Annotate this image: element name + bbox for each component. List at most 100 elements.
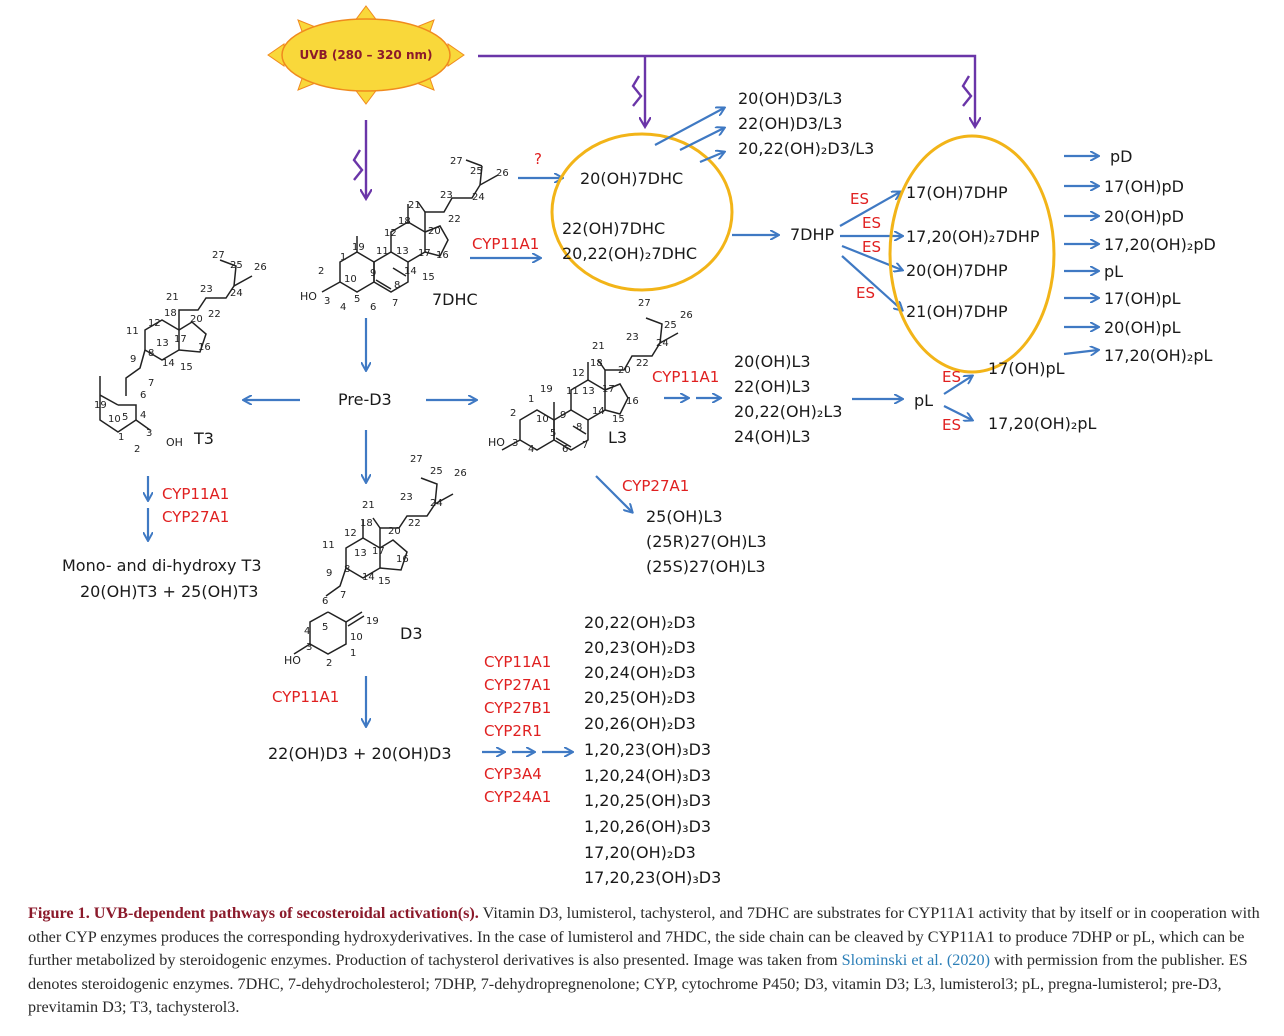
d3-enz-2: CYP27B1: [484, 699, 551, 717]
t3-num-1: 1: [118, 432, 124, 443]
d3-num-8: 8: [344, 564, 350, 575]
l3-prod-0: 20(OH)L3: [734, 352, 811, 371]
enzyme-d3-cyp11a1: CYP11A1: [272, 688, 339, 706]
molecule-t3: [99, 259, 253, 433]
t3-num-25: 25: [230, 260, 243, 271]
oh-label-t3: OH: [166, 436, 183, 449]
d3-enzyme-list: CYP11A1 CYP27A1 CYP27B1 CYP2R1 CYP3A4 CY…: [484, 653, 551, 806]
dhc-num-17: 17: [418, 248, 431, 259]
l3-num-5: 5: [550, 428, 556, 439]
caption-link[interactable]: Slominski et al. (2020): [841, 951, 990, 970]
l3-num-26: 26: [680, 310, 693, 321]
molecule-l3: [501, 317, 679, 451]
es-label-pl-1: ES: [942, 368, 961, 386]
d3-num-17: 17: [372, 546, 385, 557]
dhc-num-4: 4: [340, 302, 346, 313]
d3-num-3: 3: [306, 642, 312, 653]
c1-out-1: 22(OH)D3/L3: [738, 114, 842, 133]
pd-item-1: 17(OH)pD: [1104, 177, 1184, 196]
enzyme-cyp11a1-7dhc: CYP11A1: [472, 235, 539, 253]
t3-num-8: 8: [148, 348, 154, 359]
d3-oh-0: 20,22(OH)₂D3: [584, 613, 696, 632]
t3-num-13: 13: [156, 338, 169, 349]
c2-item-3: 21(OH)7DHP: [906, 302, 1008, 321]
l3-num-17: 17: [602, 384, 615, 395]
molecule-7dhc: [321, 159, 499, 293]
l3-num-15: 15: [612, 414, 625, 425]
d3-num-22: 22: [408, 518, 421, 529]
t3-num-20: 20: [190, 314, 203, 325]
t3-num-11: 11: [126, 326, 139, 337]
d3-num-20: 20: [388, 526, 401, 537]
t3-num-6: 6: [140, 390, 146, 401]
dhc-num-25: 25: [470, 166, 483, 177]
d3-num-16: 16: [396, 554, 409, 565]
l3-cyp27-2: (25S)27(OH)L3: [646, 557, 766, 576]
d3-num-23: 23: [400, 492, 413, 503]
pl-prod-1: 17,20(OH)₂pL: [988, 414, 1096, 433]
l3-num-1: 1: [528, 394, 534, 405]
dhc-num-18: 18: [398, 216, 411, 227]
label-7dhc: 7DHC: [432, 290, 478, 309]
dhc-num-11: 11: [376, 246, 389, 257]
l3-num-3: 3: [512, 438, 518, 449]
d3-enz-5: CYP24A1: [484, 788, 551, 806]
d3-oh-6: 1,20,24(OH)₃D3: [584, 766, 711, 785]
t3-num-4: 4: [140, 410, 146, 421]
dhc-num-13: 13: [396, 246, 409, 257]
d3-oh-2: 20,24(OH)₂D3: [584, 663, 696, 682]
figure-caption: Figure 1. UVB-dependent pathways of seco…: [28, 902, 1260, 1020]
c1-out-0: 20(OH)D3/L3: [738, 89, 842, 108]
t3-mono-di: Mono- and di-hydroxy T3: [62, 556, 262, 575]
d3-oh-1: 20,23(OH)₂D3: [584, 638, 696, 657]
t3-products: 20(OH)T3 + 25(OH)T3: [80, 582, 258, 601]
uvb-label: UVB (280 – 320 nm): [299, 48, 432, 62]
l3-num-16: 16: [626, 396, 639, 407]
d3-num-19: 19: [366, 616, 379, 627]
pd-arrows: [1063, 156, 1098, 354]
pd-item-6: 20(OH)pL: [1104, 318, 1181, 337]
ho-label-l3: HO: [488, 436, 505, 449]
pd-item-0: pD: [1110, 147, 1132, 166]
l3-num-9: 9: [560, 410, 566, 421]
l3-num-14: 14: [592, 406, 605, 417]
dhc-num-12: 12: [384, 228, 397, 239]
l3-num-12: 12: [572, 368, 585, 379]
pd-item-2: 20(OH)pD: [1104, 207, 1184, 226]
dhc-num-19: 19: [352, 242, 365, 253]
ho-label-7dhc: HO: [300, 290, 317, 303]
t3-num-5: 5: [122, 412, 128, 423]
dhc-num-16: 16: [436, 250, 449, 261]
es-label-4: ES: [856, 284, 875, 302]
c1-item-2: 20,22(OH)₂7DHC: [562, 244, 697, 263]
circle-7dhp-hydroxy: [888, 134, 1056, 374]
l3-num-20: 20: [618, 365, 631, 376]
q-mark: ?: [534, 150, 542, 168]
dhc-num-15: 15: [422, 272, 435, 283]
enzyme-t3-cyp11a1: CYP11A1: [162, 485, 229, 503]
enzyme-l3-cyp27a1: CYP27A1: [622, 477, 689, 495]
t3-num-22: 22: [208, 309, 221, 320]
t3-num-2: 2: [134, 444, 140, 455]
d3-num-11: 11: [322, 540, 335, 551]
es-label-pl-2: ES: [942, 416, 961, 434]
caption-title: Figure 1. UVB-dependent pathways of seco…: [28, 904, 479, 922]
c2-item-0: 17(OH)7DHP: [906, 183, 1008, 202]
d3-hydroxy-list: 20,22(OH)₂D3 20,23(OH)₂D3 20,24(OH)₂D3 2…: [584, 613, 721, 887]
dhc-num-22: 22: [448, 214, 461, 225]
l3-num-11: 11: [566, 386, 579, 397]
t3-num-14: 14: [162, 358, 175, 369]
d3-enz-4: CYP3A4: [484, 765, 542, 783]
enzyme-t3-cyp27a1: CYP27A1: [162, 508, 229, 526]
d3-num-10: 10: [350, 632, 363, 643]
d3-oh-4: 20,26(OH)₂D3: [584, 714, 696, 733]
d3-num-2: 2: [326, 658, 332, 669]
dhc-num-1: 1: [340, 252, 346, 263]
l3-cyp27-1: (25R)27(OH)L3: [646, 532, 767, 551]
t3-num-19: 19: [94, 400, 107, 411]
d3-num-9: 9: [326, 568, 332, 579]
t3-num-24: 24: [230, 288, 243, 299]
pd-item-5: 17(OH)pL: [1104, 289, 1181, 308]
l3-cyp27-0: 25(OH)L3: [646, 507, 723, 526]
pl-prod-0: 17(OH)pL: [988, 359, 1065, 378]
